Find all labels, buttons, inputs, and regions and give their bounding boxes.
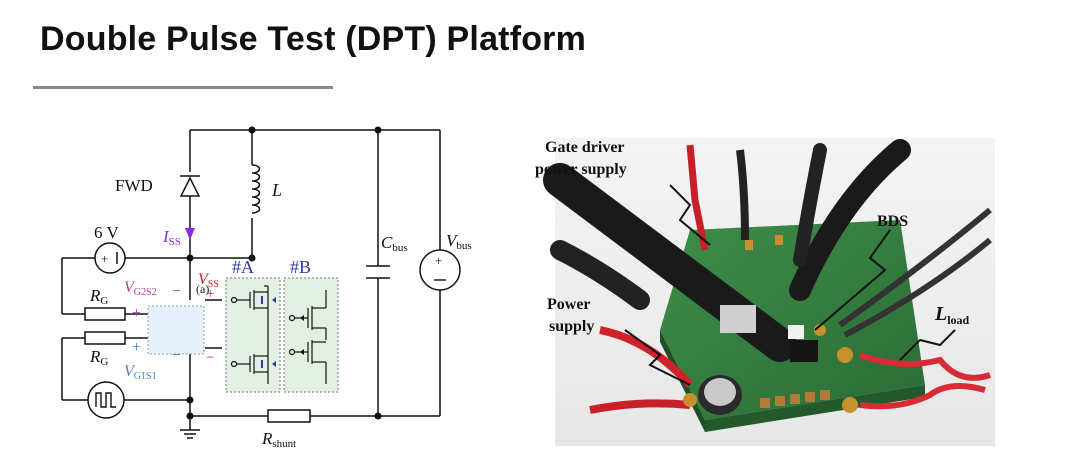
config-b-box	[283, 277, 339, 393]
svg-text:+: +	[206, 286, 214, 302]
slide-title: Double Pulse Test (DPT) Platform	[40, 20, 587, 58]
vg2s2-label: VG2S2	[124, 279, 157, 298]
gate-driver-label-1: Gate driver	[545, 139, 625, 156]
svg-text:+: +	[132, 339, 141, 356]
cbus-label: Cbus	[381, 233, 408, 254]
vg1s1-label: VG1S1	[124, 363, 157, 382]
vss-label: VSS	[198, 271, 219, 290]
power-supply-label-2: supply	[549, 318, 594, 335]
gate-driver-label-2: power supply	[535, 161, 627, 178]
svg-text:−: −	[172, 283, 181, 300]
config-b-label: #B	[290, 257, 311, 277]
dc-source-6v	[94, 242, 126, 274]
svg-text:−: −	[172, 347, 181, 364]
rg-top-label: RG	[89, 286, 108, 307]
rshunt-resistor	[267, 409, 311, 423]
pcb-board	[660, 220, 925, 420]
vbus-source	[419, 249, 461, 291]
switch-tag: (a)	[196, 282, 209, 296]
config-a-label: #A	[232, 257, 254, 277]
source-voltage-label: 6 V	[94, 223, 119, 242]
rg-bottom-label: RG	[89, 347, 108, 368]
svg-text:+: +	[435, 253, 442, 268]
vbus-label: Vbus	[446, 231, 472, 252]
config-a-box	[225, 277, 281, 393]
svg-text:−: −	[206, 350, 214, 366]
rshunt-label: Rshunt	[261, 429, 296, 450]
rg-bottom-resistor	[84, 331, 126, 345]
bds-label: BDS	[877, 213, 908, 230]
iss-arrow	[185, 228, 195, 240]
fwd-label: FWD	[115, 176, 153, 195]
dpt-schematic: FWD L ISS + 6 V RG RG + + − − VG2S2 VG1S…	[61, 126, 472, 450]
inductor-label: L	[271, 180, 282, 200]
svg-text:+: +	[132, 305, 141, 322]
power-supply-label-1: Power	[547, 296, 591, 313]
lload-label: Lload	[934, 303, 970, 327]
rg-top-resistor	[84, 307, 126, 321]
cbus-capacitor	[366, 265, 390, 279]
fwd-diode-symbol	[179, 175, 201, 197]
bds-switch-block	[147, 305, 205, 355]
svg-text:+: +	[101, 251, 108, 266]
inductor-symbol	[251, 164, 261, 214]
iss-label: ISS	[162, 227, 181, 248]
title-underline	[33, 86, 333, 89]
